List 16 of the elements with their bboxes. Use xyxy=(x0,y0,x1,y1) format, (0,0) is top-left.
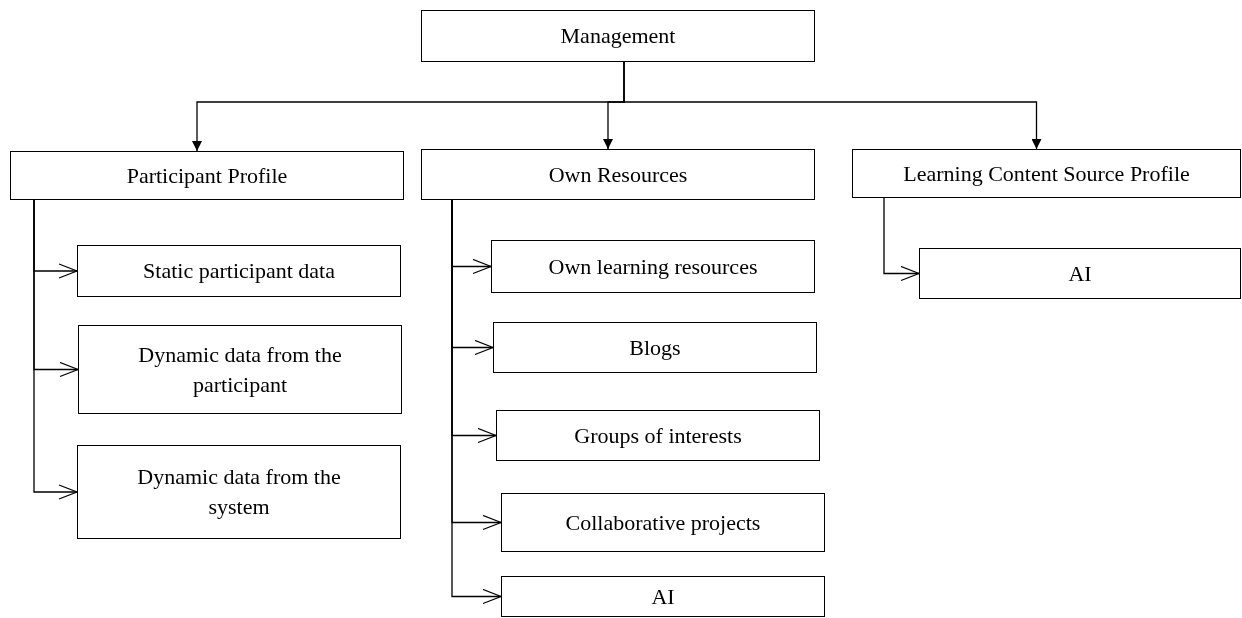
process-box: Collaborative projects xyxy=(501,493,825,552)
process-box: Learning Content Source Profile xyxy=(852,149,1241,198)
process-box: AI xyxy=(919,248,1241,299)
process-box: Own Resources xyxy=(421,149,815,200)
process-box: Dynamic data from the participant xyxy=(78,325,402,414)
process-box: Dynamic data from the system xyxy=(77,445,401,539)
process-box: Blogs xyxy=(493,322,817,373)
process-box: Own learning resources xyxy=(491,240,815,293)
arrow xyxy=(623,61,1042,150)
process-box: AI xyxy=(501,576,825,617)
arrow xyxy=(883,197,920,282)
management-box: Management xyxy=(421,10,815,62)
process-box: Groups of interests xyxy=(496,410,820,461)
process-box: Static participant data xyxy=(77,245,401,297)
process-box: Participant Profile xyxy=(10,151,404,200)
arrow xyxy=(33,199,78,500)
